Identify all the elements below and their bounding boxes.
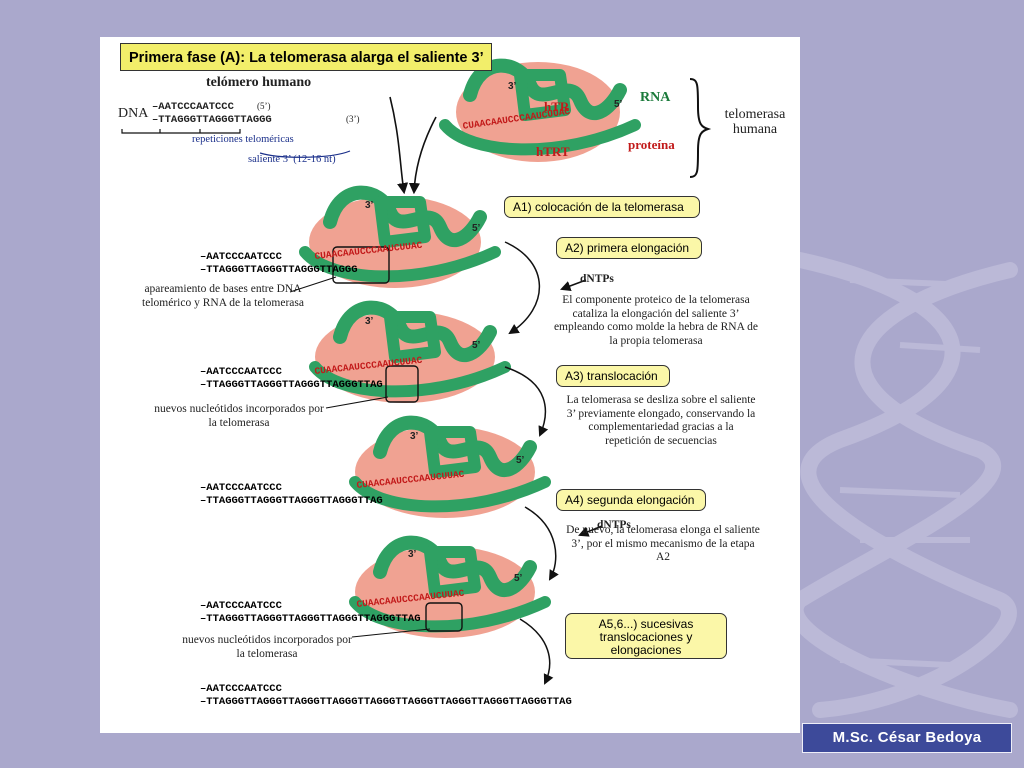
dntps-label-a4: dNTPs: [597, 519, 631, 531]
a4-three-prime: 3’: [408, 549, 417, 560]
description-a4: De nuevo, la telomerasa elonga el salien…: [566, 524, 760, 563]
bottom-strand-end: (3’): [346, 114, 360, 124]
a2-bottom-strand: –TTAGGGTTAGGGTTAGGGTTAGGGTTAG: [200, 379, 383, 391]
telomerase-group-label: telomerasa humana: [724, 107, 786, 137]
description-a3: La telomerasa se desliza sobre el salien…: [566, 394, 756, 447]
telomerase-brace: [689, 78, 712, 178]
a3-bottom-strand: –TTAGGGTTAGGGTTAGGGTTAGGGTTAG: [200, 495, 383, 507]
a1-five-prime: 5’: [472, 223, 481, 234]
three-prime-label: 3’: [508, 81, 517, 92]
figure-title: Primera fase (A): La telomerasa alarga e…: [120, 43, 492, 71]
step-a2: A2) primera elongación: [556, 237, 702, 259]
telomerase-a3: [355, 423, 545, 518]
overhang-bracket: [259, 150, 351, 158]
step-a4: A4) segunda elongación: [556, 489, 706, 511]
telomerase-a1: [305, 193, 495, 288]
a4-top-strand: –AATCCCAATCCC: [200, 600, 282, 612]
a2-top-strand: –AATCCCAATCCC: [200, 366, 282, 378]
top-strand: –AATCCCAATCCC: [152, 101, 234, 113]
new-nt-note-a4: nuevos nucleótidos incorporados por la t…: [182, 634, 352, 660]
dntps-label-a2: dNTPs: [580, 273, 614, 285]
protein-label: proteína: [628, 137, 675, 152]
a3-top-strand: –AATCCCAATCCC: [200, 482, 282, 494]
new-nt-note-a2: nuevos nucleótidos incorporados por la t…: [154, 403, 324, 429]
repeats-label: repeticiones teloméricas: [192, 134, 294, 145]
telomerase-a2: [315, 308, 505, 403]
step-a3: A3) translocación: [556, 365, 670, 387]
a1-top-strand: –AATCCCAATCCC: [200, 251, 282, 263]
pairing-box-a1: [332, 246, 390, 284]
diagram-art: [121, 37, 712, 685]
a1-bottom-strand: –TTAGGGTTAGGGTTAGGGTTAGGG: [200, 264, 358, 276]
a3-three-prime: 3’: [410, 431, 419, 442]
final-top-strand: –AATCCCAATCCC: [200, 683, 282, 695]
pairing-note: apareamiento de bases entre DNA teloméri…: [142, 283, 304, 309]
telomerase-a4: [355, 543, 545, 638]
a2-five-prime: 5’: [472, 340, 481, 351]
repeats-bracket: [121, 129, 241, 134]
step-a1: A1) colocación de la telomerasa: [504, 196, 700, 218]
overhang-label: saliente 3’ (12-16 nt): [248, 154, 336, 165]
dna-helix-decoration: [787, 252, 1018, 718]
telomerase-top: [445, 62, 635, 162]
top-strand-end: (5’): [257, 101, 271, 111]
step-a5: A5,6...) sucesivas translocaciones y elo…: [565, 613, 727, 659]
final-bottom-strand: –TTAGGGTTAGGGTTAGGGTTAGGGTTAGGGTTAGGGTTA…: [200, 696, 572, 708]
a1-three-prime: 3’: [365, 200, 374, 211]
description-a2: El componente proteico de la telomerasa …: [553, 294, 759, 347]
new-nt-box-a4: [425, 602, 463, 632]
a4-bottom-strand: –TTAGGGTTAGGGTTAGGGTTAGGGTTAGGGTTAG: [200, 613, 421, 625]
bottom-strand: –TTAGGGTTAGGGTTAGGG: [152, 114, 272, 126]
telomere-label: telómero humano: [206, 75, 312, 90]
five-prime-label: 5’: [614, 99, 623, 110]
a4-five-prime: 5’: [514, 573, 523, 584]
author-badge: M.Sc. César Bedoya: [802, 723, 1012, 753]
htrt-label: hTRT: [536, 144, 570, 159]
htr-label: hTR: [544, 99, 570, 114]
dna-label: DNA: [118, 106, 149, 121]
new-nt-box-a2: [385, 365, 419, 403]
a3-five-prime: 5’: [516, 455, 525, 466]
a2-three-prime: 3’: [365, 316, 374, 327]
rna-label: RNA: [640, 90, 671, 105]
diagram-panel: Primera fase (A): La telomerasa alarga e…: [100, 37, 800, 733]
